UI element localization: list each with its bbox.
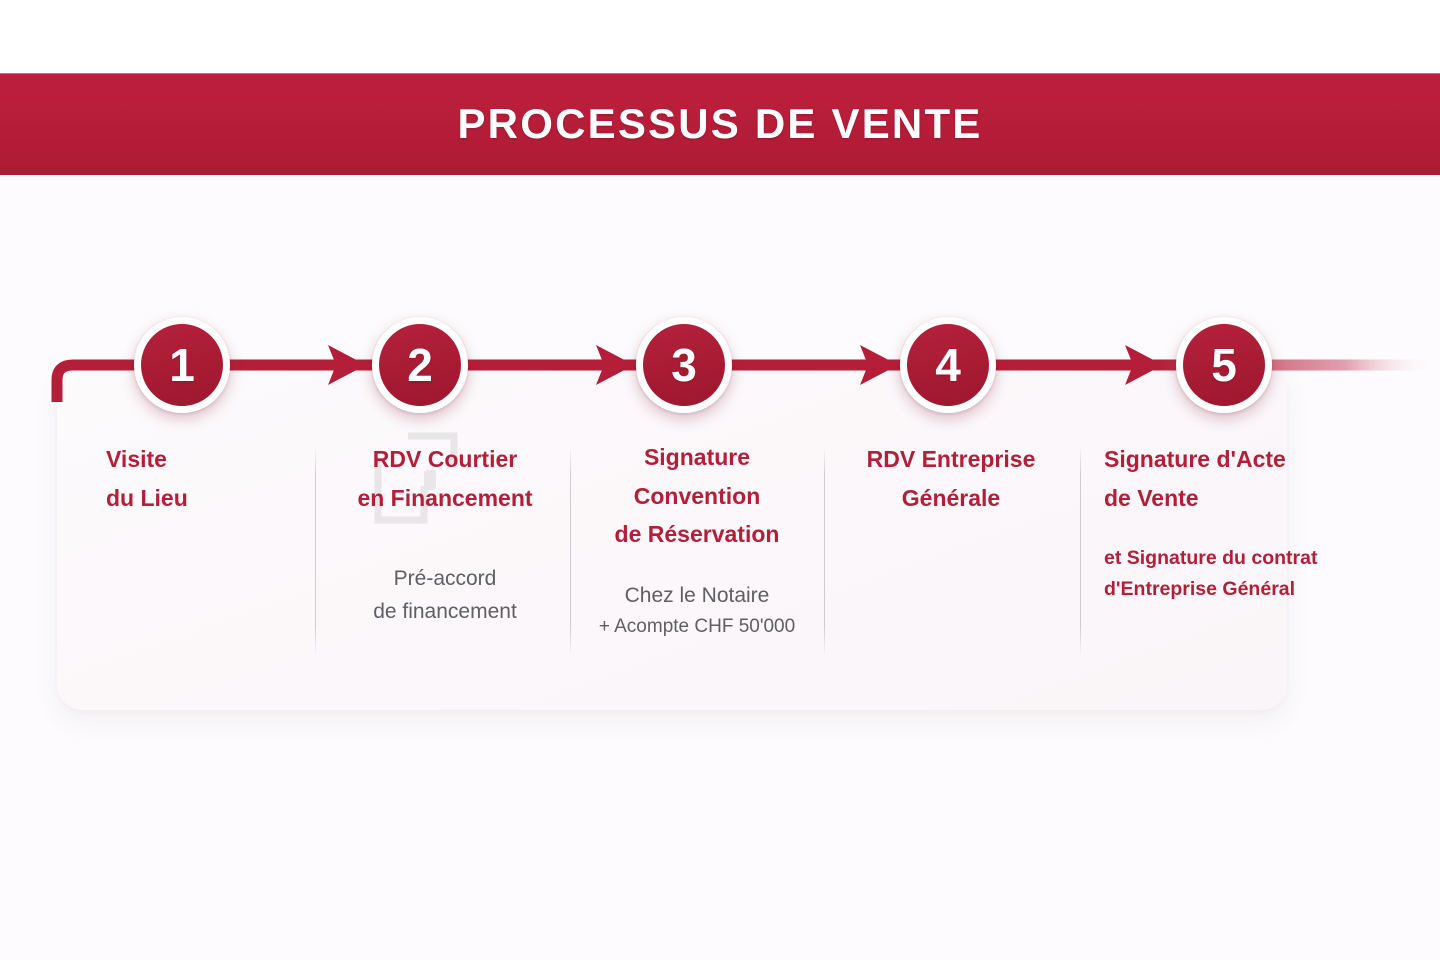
top-white-strip [0, 0, 1440, 73]
step-circle-1[interactable]: 1 [134, 317, 230, 413]
page-header-band: PROCESSUS DE VENTE [0, 73, 1440, 175]
step-content-2: RDV Courtier en Financement Pré-accord d… [320, 440, 570, 628]
step-subtitle-red-5: et Signature du contrat d'Entreprise Gén… [1104, 547, 1318, 601]
step-content-4: RDV Entreprise Générale [826, 440, 1076, 517]
step-title-5: Signature d'Acte de Vente [1104, 446, 1286, 511]
page-title: PROCESSUS DE VENTE [457, 100, 983, 147]
step-subtitle-2: Pré-accord de financement [373, 567, 517, 623]
step-number-3: 3 [671, 339, 697, 391]
step-circle-4[interactable]: 4 [900, 317, 996, 413]
column-divider-2 [570, 446, 571, 656]
process-card [57, 365, 1287, 710]
step-content-1: Visite du Lieu [106, 440, 306, 517]
step-content-3: Signature Convention de Réservation Chez… [572, 438, 822, 642]
diagram-stage [0, 175, 1440, 960]
step-circle-3[interactable]: 3 [636, 317, 732, 413]
column-divider-1 [315, 446, 316, 656]
step-title-1: Visite du Lieu [106, 446, 188, 511]
column-divider-3 [824, 446, 825, 656]
step-circle-2[interactable]: 2 [372, 317, 468, 413]
step-number-5: 5 [1211, 339, 1237, 391]
step-title-2: RDV Courtier en Financement [357, 446, 533, 511]
step-number-2: 2 [407, 339, 433, 391]
column-divider-4 [1080, 446, 1081, 656]
step-title-4: RDV Entreprise Générale [866, 446, 1036, 511]
step-circle-5[interactable]: 5 [1176, 317, 1272, 413]
step-number-1: 1 [169, 339, 195, 391]
step-title-3: Signature Convention de Réservation [614, 444, 780, 548]
step-number-4: 4 [935, 339, 961, 391]
step-subtitle-3: Chez le Notaire [624, 583, 770, 607]
step-subtitle-extra-3: + Acompte CHF 50'000 [598, 616, 796, 638]
step-content-5: Signature d'Acte de Vente et Signature d… [1104, 440, 1404, 606]
